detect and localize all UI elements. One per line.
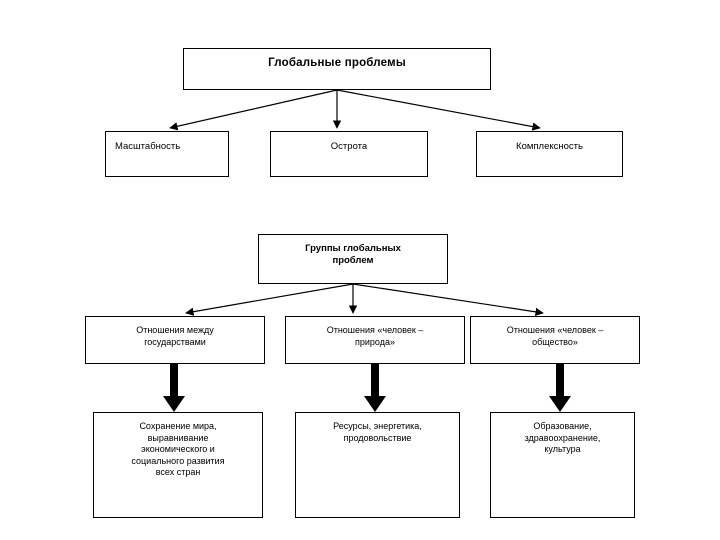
connector-groups-to-relations: [185, 283, 544, 317]
node-relation-between-states[interactable]: Отношения между государствами: [85, 316, 265, 364]
node-relation-human-society-label: Отношения «человек – общество»: [506, 325, 604, 347]
block-arrow-relations-to-details-1: [364, 362, 386, 412]
node-attribute-scale[interactable]: Масштабность: [105, 131, 229, 177]
node-attribute-complexity[interactable]: Комплексность: [476, 131, 623, 177]
node-detail-peace-and-development-label: Сохранение мира, выравнивание экономичес…: [131, 421, 225, 478]
node-global-problems[interactable]: Глобальные проблемы: [183, 48, 491, 90]
node-attribute-complexity-label: Комплексность: [516, 141, 583, 152]
block-arrow-relations-to-details-2: [549, 362, 571, 412]
block-arrow-relations-to-details-0: [163, 362, 185, 412]
node-detail-education-health-culture[interactable]: Образование, здравоохранение, культура: [490, 412, 635, 518]
node-relation-human-society[interactable]: Отношения «человек – общество»: [470, 316, 640, 364]
node-relation-between-states-label: Отношения между государствами: [136, 325, 214, 347]
node-detail-education-health-culture-label: Образование, здравоохранение, культура: [524, 421, 601, 455]
node-detail-resources-energy-food[interactable]: Ресурсы, энергетика, продовольствие: [295, 412, 460, 518]
node-relation-human-nature-label: Отношения «человек – природа»: [326, 325, 424, 347]
node-attribute-scale-label: Масштабность: [115, 141, 181, 152]
node-groups-of-global-problems-label: Группы глобальных проблем: [305, 243, 401, 267]
connector-root-to-attributes: [169, 89, 541, 131]
node-relation-human-nature[interactable]: Отношения «человек – природа»: [285, 316, 465, 364]
node-groups-of-global-problems[interactable]: Группы глобальных проблем: [258, 234, 448, 284]
node-global-problems-label: Глобальные проблемы: [268, 57, 406, 69]
node-detail-resources-energy-food-label: Ресурсы, энергетика, продовольствие: [333, 421, 422, 443]
node-attribute-acuteness[interactable]: Острота: [270, 131, 428, 177]
node-attribute-acuteness-label: Острота: [330, 141, 368, 152]
node-detail-peace-and-development[interactable]: Сохранение мира, выравнивание экономичес…: [93, 412, 263, 518]
